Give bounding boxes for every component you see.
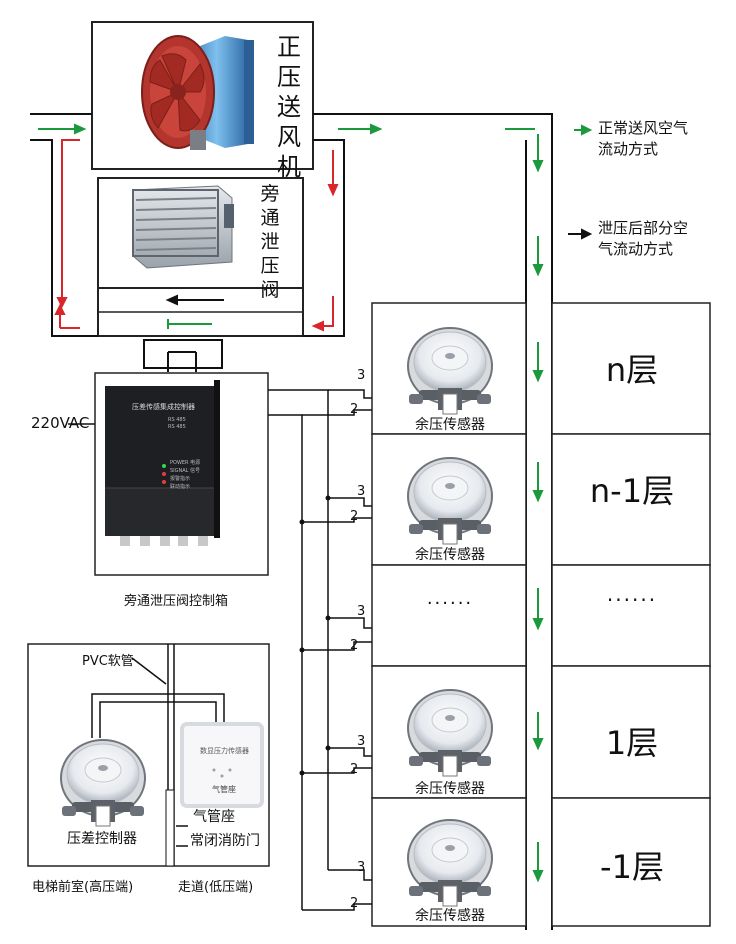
black-arrows (165, 228, 593, 306)
fan-label-char: 送 (277, 93, 301, 121)
diff-controller-label: 压差控制器 (67, 831, 137, 847)
pin-label: 3 (357, 734, 366, 749)
red-arrows (54, 139, 339, 332)
pin-label: 2 (350, 638, 359, 653)
controller-indicator-line: 报警指示 (170, 476, 191, 482)
fire-door-label: 常闭消防门 (190, 833, 260, 849)
floor-label: -1层 (600, 848, 664, 886)
controller-panel-line: RS 485 (168, 424, 186, 430)
fan-icon (141, 35, 254, 150)
legend-normal: 正常送风空气 流动方式 (598, 118, 688, 160)
sensor-label: 余压传感器 (415, 547, 485, 563)
controller-panel-text: RS 485 RS 485 (168, 417, 186, 431)
controller-panel-line: RS 485 (168, 417, 186, 423)
fan-label-char: 风 (277, 123, 301, 151)
pvc-label: PVC软管 (82, 654, 134, 669)
floor-grid (371, 302, 711, 927)
sensor-label: 余压传感器 (415, 781, 485, 797)
pin-label: 2 (350, 402, 359, 417)
fan-label-char: 正 (277, 33, 301, 61)
floor-label: ······ (606, 588, 658, 612)
legend-normal-line: 流动方式 (598, 140, 659, 158)
bypass-label-char: 通 (260, 207, 280, 229)
power-label: 220VAC (31, 414, 90, 432)
bypass-label: 旁 通 泄 压 阀 (257, 182, 283, 302)
legend-relief-line: 气流动方式 (598, 240, 674, 258)
green-arrows (38, 123, 593, 883)
controller-indicator-line: 联动指示 (170, 484, 191, 490)
pin-label: 2 (350, 762, 359, 777)
pin-label: 3 (357, 368, 366, 383)
controller-panel-title: 压差传感集成控制器 (132, 403, 195, 411)
sensor-label: 余压传感器 (415, 417, 485, 433)
damper-icon (132, 185, 234, 269)
air-pipe-seat-label: 气管座 (193, 809, 235, 825)
floor-label: n层 (605, 351, 659, 389)
pin-label: 2 (350, 896, 359, 911)
legend-normal-line: 正常送风空气 (598, 119, 689, 137)
pin-label: 3 (357, 484, 366, 499)
fan-label: 正 压 送 风 机 (276, 32, 302, 182)
pressure-sensor-icon (406, 326, 494, 416)
controller-indicators: POWER 电源 SIGNAL 信号 报警指示 联动指示 (170, 459, 200, 491)
pressure-sensor-icon (406, 818, 494, 908)
floor-label: n-1层 (589, 472, 675, 510)
lobby-caption: 电梯前室(高压端) (32, 880, 134, 895)
legend-relief: 泄压后部分空 气流动方式 (598, 218, 688, 260)
controller-indicator-line: SIGNAL 信号 (170, 468, 201, 474)
bypass-label-char: 旁 (260, 183, 280, 205)
sensor-label: 余压传感器 (415, 908, 485, 924)
pin-label: 3 (357, 860, 366, 875)
digital-sensor-box-icon (180, 722, 264, 808)
fan-label-char: 压 (277, 63, 301, 91)
floor-taps (302, 389, 372, 911)
sensor-box-sub: 气管座 (212, 785, 236, 794)
pin-label: 3 (357, 604, 366, 619)
controller-caption: 旁通泄压阀控制箱 (124, 594, 229, 609)
pressure-sensor-icon (406, 688, 494, 778)
corridor-caption: 走道(低压端) (178, 880, 254, 895)
sensor-label: ······ (426, 593, 474, 614)
pin-label: 2 (350, 509, 359, 524)
fire-door-icon (165, 789, 175, 867)
legend-relief-line: 泄压后部分空 (598, 219, 689, 237)
diff-controller-icon (59, 738, 147, 828)
fan-label-char: 机 (277, 153, 301, 181)
controller-cabinet (105, 380, 220, 546)
bypass-label-char: 泄 (260, 231, 280, 253)
floor-label: 1层 (605, 724, 659, 762)
sensor-box-title: 数显压力传感器 (200, 747, 249, 755)
connector-block (143, 339, 223, 372)
controller-indicator-line: POWER 电源 (170, 460, 201, 466)
bypass-label-char: 压 (260, 255, 280, 277)
pressure-sensor-icon (406, 456, 494, 546)
bypass-label-char: 阀 (260, 279, 280, 301)
